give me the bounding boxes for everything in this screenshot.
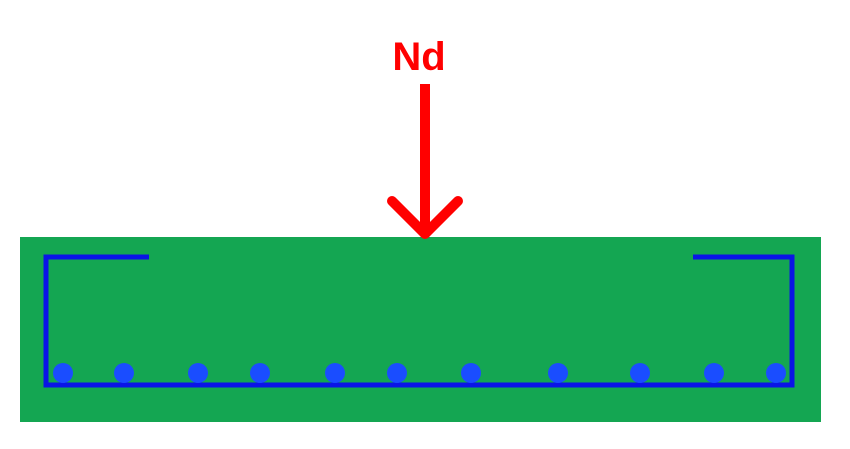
rebar-7	[461, 363, 481, 383]
rebar-1	[53, 363, 73, 383]
rebar-8	[548, 363, 568, 383]
rebar-9	[630, 363, 650, 383]
longitudinal-bars	[53, 363, 786, 383]
stirrup-reinforcement	[43, 254, 795, 388]
arrow-head	[387, 196, 463, 239]
rebar-3	[188, 363, 208, 383]
rebar-5	[325, 363, 345, 383]
load-label: Nd	[392, 35, 445, 79]
rebar-4	[250, 363, 270, 383]
rebar-6	[387, 363, 407, 383]
concrete-footing	[20, 237, 821, 422]
rebar-10	[704, 363, 724, 383]
rebar-2	[114, 363, 134, 383]
rebar-11	[766, 363, 786, 383]
load-arrow	[387, 84, 463, 239]
